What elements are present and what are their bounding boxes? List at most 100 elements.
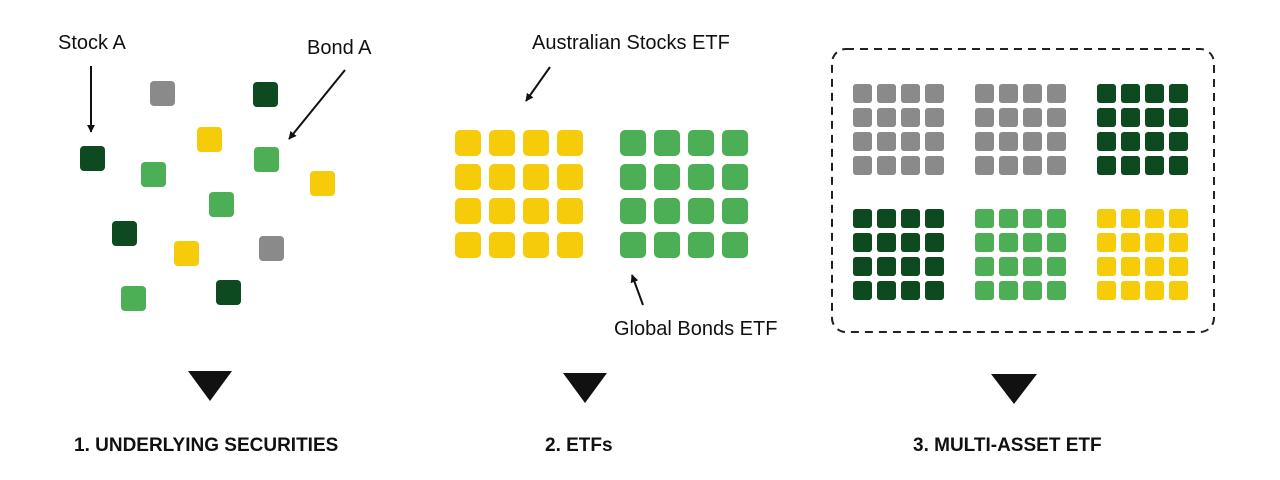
stocks-etf-square <box>523 164 549 190</box>
multi-etf-square-gray <box>975 84 994 103</box>
stocks-etf-square <box>489 232 515 258</box>
multi-etf-square-dark-green <box>1097 156 1116 175</box>
multi-etf-square-dark-green <box>1169 84 1188 103</box>
bonds-etf-square <box>722 164 748 190</box>
multi-etf-square-gray <box>925 108 944 127</box>
multi-etf-square-dark-green <box>877 209 896 228</box>
multi-etf-square-green <box>975 209 994 228</box>
multi-etf-square-gray <box>1023 132 1042 151</box>
multi-asset-etf-frame <box>831 48 1215 333</box>
multi-etf-square-dark-green <box>1121 84 1140 103</box>
multi-etf-square-dark-green <box>853 209 872 228</box>
multi-etf-square-yellow <box>1169 233 1188 252</box>
multi-etf-square-dark-green <box>853 281 872 300</box>
arrow-australian-stocks-etf <box>525 66 551 102</box>
multi-etf-square-gray <box>975 156 994 175</box>
stocks-etf-square <box>557 164 583 190</box>
security-square-green <box>254 147 279 172</box>
multi-etf-square-dark-green <box>1145 132 1164 151</box>
multi-etf-square-dark-green <box>925 281 944 300</box>
multi-etf-square-dark-green <box>853 257 872 276</box>
multi-etf-square-gray <box>877 108 896 127</box>
down-triangle-1 <box>188 371 232 401</box>
multi-etf-square-dark-green <box>853 233 872 252</box>
bonds-etf-square <box>654 164 680 190</box>
security-square-dark-green <box>80 146 105 171</box>
security-square-green <box>209 192 234 217</box>
multi-etf-square-gray <box>925 132 944 151</box>
multi-etf-square-green <box>1047 281 1066 300</box>
multi-etf-square-gray <box>853 84 872 103</box>
multi-etf-square-dark-green <box>1145 84 1164 103</box>
multi-etf-square-gray <box>1047 156 1066 175</box>
multi-etf-square-green <box>1047 233 1066 252</box>
bonds-etf-square <box>722 130 748 156</box>
multi-etf-square-green <box>975 281 994 300</box>
security-square-yellow <box>174 241 199 266</box>
multi-etf-square-gray <box>853 132 872 151</box>
multi-etf-square-gray <box>925 156 944 175</box>
security-square-yellow <box>197 127 222 152</box>
security-square-dark-green <box>216 280 241 305</box>
bonds-etf-square <box>620 198 646 224</box>
multi-etf-square-green <box>999 209 1018 228</box>
multi-asset-grids <box>853 84 1188 300</box>
multi-etf-square-gray <box>1023 108 1042 127</box>
multi-etf-square-dark-green <box>1097 108 1116 127</box>
security-square-green <box>141 162 166 187</box>
bonds-etf-square <box>688 232 714 258</box>
multi-etf-square-dark-green <box>1169 132 1188 151</box>
stocks-etf-square <box>523 232 549 258</box>
bonds-etf-square <box>722 198 748 224</box>
multi-etf-square-gray <box>877 156 896 175</box>
multi-etf-square-gray <box>999 132 1018 151</box>
multi-etf-square-gray <box>901 108 920 127</box>
multi-etf-square-gray <box>853 156 872 175</box>
multi-etf-square-gray <box>877 132 896 151</box>
label-global-bonds-etf: Global Bonds ETF <box>614 318 777 340</box>
multi-etf-square-dark-green <box>925 257 944 276</box>
multi-etf-square-dark-green <box>877 281 896 300</box>
multi-etf-square-gray <box>877 84 896 103</box>
multi-etf-square-green <box>999 281 1018 300</box>
multi-etf-square-dark-green <box>925 233 944 252</box>
stocks-etf-square <box>557 130 583 156</box>
label-stock-a: Stock A <box>58 32 126 54</box>
bonds-etf-square <box>620 232 646 258</box>
caption-multi-asset-etf: 3. MULTI-ASSET ETF <box>913 435 1102 456</box>
bonds-etf-square <box>620 164 646 190</box>
multi-etf-square-yellow <box>1169 281 1188 300</box>
multi-etf-square-gray <box>1047 84 1066 103</box>
security-square-yellow <box>310 171 335 196</box>
stocks-etf-square <box>557 232 583 258</box>
multi-etf-square-gray <box>999 108 1018 127</box>
label-australian-stocks-etf: Australian Stocks ETF <box>532 32 730 54</box>
bonds-etf-square <box>654 130 680 156</box>
multi-etf-square-gray <box>1047 108 1066 127</box>
arrow-global-bonds-etf <box>630 274 644 306</box>
bonds-etf-square <box>654 232 680 258</box>
bonds-etf-square <box>620 130 646 156</box>
multi-etf-square-green <box>999 233 1018 252</box>
multi-etf-square-gray <box>901 84 920 103</box>
multi-etf-square-yellow <box>1145 209 1164 228</box>
multi-etf-square-dark-green <box>1145 108 1164 127</box>
down-triangle-2 <box>563 373 607 403</box>
multi-etf-square-green <box>1023 209 1042 228</box>
multi-etf-square-gray <box>999 84 1018 103</box>
multi-etf-square-yellow <box>1169 257 1188 276</box>
multi-etf-square-yellow <box>1145 257 1164 276</box>
multi-etf-square-yellow <box>1097 209 1116 228</box>
multi-etf-square-dark-green <box>901 233 920 252</box>
multi-etf-square-dark-green <box>877 257 896 276</box>
multi-etf-square-gray <box>975 108 994 127</box>
multi-etf-square-yellow <box>1145 281 1164 300</box>
stocks-etf-square <box>455 198 481 224</box>
multi-etf-square-yellow <box>1121 233 1140 252</box>
multi-etf-square-gray <box>1023 156 1042 175</box>
arrow-bond-a <box>288 69 346 140</box>
multi-etf-square-yellow <box>1097 281 1116 300</box>
security-square-dark-green <box>112 221 137 246</box>
panel-multi-asset-etf: 3. MULTI-ASSET ETF <box>831 48 1215 456</box>
